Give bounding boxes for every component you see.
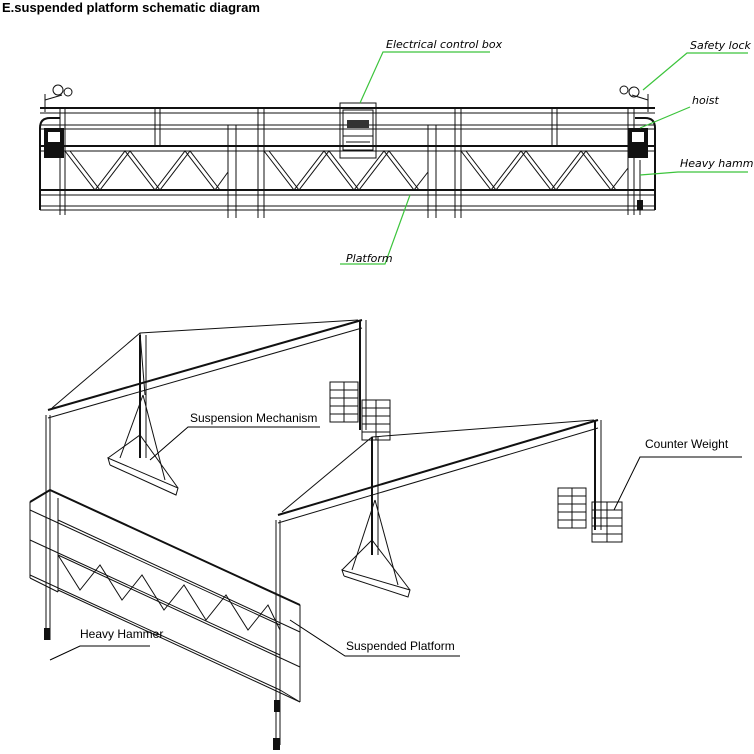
label-electrical-control-box: Electrical control box (386, 38, 503, 51)
label-heavy-hammer-bottom: Heavy Hammer (80, 627, 163, 641)
right-suspension-mechanism (275, 419, 602, 745)
counterweight-stack-1 (329, 381, 391, 441)
label-suspended-platform: Suspended Platform (346, 639, 455, 653)
label-heavy-hammer-top: Heavy hammer (680, 157, 754, 170)
suspended-platform-iso (29, 488, 301, 750)
label-hoist: hoist (692, 94, 719, 107)
page-title: E.suspended platform schematic diagram (2, 0, 260, 15)
right-hoist-icon (619, 85, 649, 158)
label-safety-lock: Safety lock (690, 39, 752, 52)
bottom-isometric-assembly (29, 319, 742, 750)
left-hoist-icon (44, 84, 73, 158)
label-platform: Platform (346, 252, 393, 265)
electrical-control-box (339, 102, 377, 159)
counterweight-stack-2 (557, 487, 623, 543)
left-suspension-mechanism (45, 319, 367, 640)
top-platform-elevation (39, 51, 748, 265)
label-suspension-mechanism: Suspension Mechanism (190, 411, 317, 425)
label-counter-weight: Counter Weight (645, 437, 729, 451)
